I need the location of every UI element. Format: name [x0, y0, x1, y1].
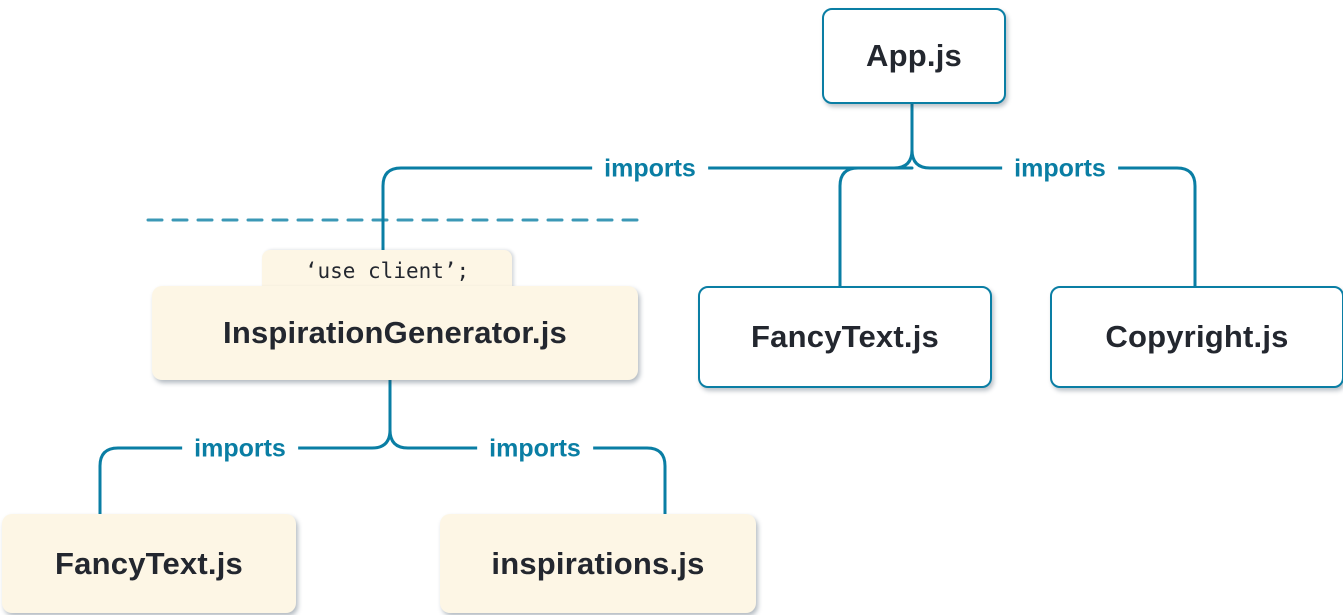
- edge-app-to-copyright: [910, 98, 1197, 288]
- node-app-js: App.js: [822, 8, 1006, 104]
- edge-label-imports-generator-right: imports: [477, 434, 593, 464]
- node-inspiration-generator-js: InspirationGenerator.js: [152, 286, 638, 380]
- use-client-directive-tag: ‘use client’;: [262, 250, 512, 292]
- edge-label-imports-app-right: imports: [1002, 154, 1118, 184]
- node-fancy-text-js-top: FancyText.js: [698, 286, 992, 388]
- edge-app-to-fancy-text: [838, 166, 914, 288]
- edge-label-imports-generator-left: imports: [182, 434, 298, 464]
- edge-label-imports-app-left: imports: [592, 154, 708, 184]
- node-fancy-text-js-bottom: FancyText.js: [2, 514, 296, 613]
- node-copyright-js: Copyright.js: [1050, 286, 1343, 388]
- node-inspirations-js: inspirations.js: [440, 514, 756, 613]
